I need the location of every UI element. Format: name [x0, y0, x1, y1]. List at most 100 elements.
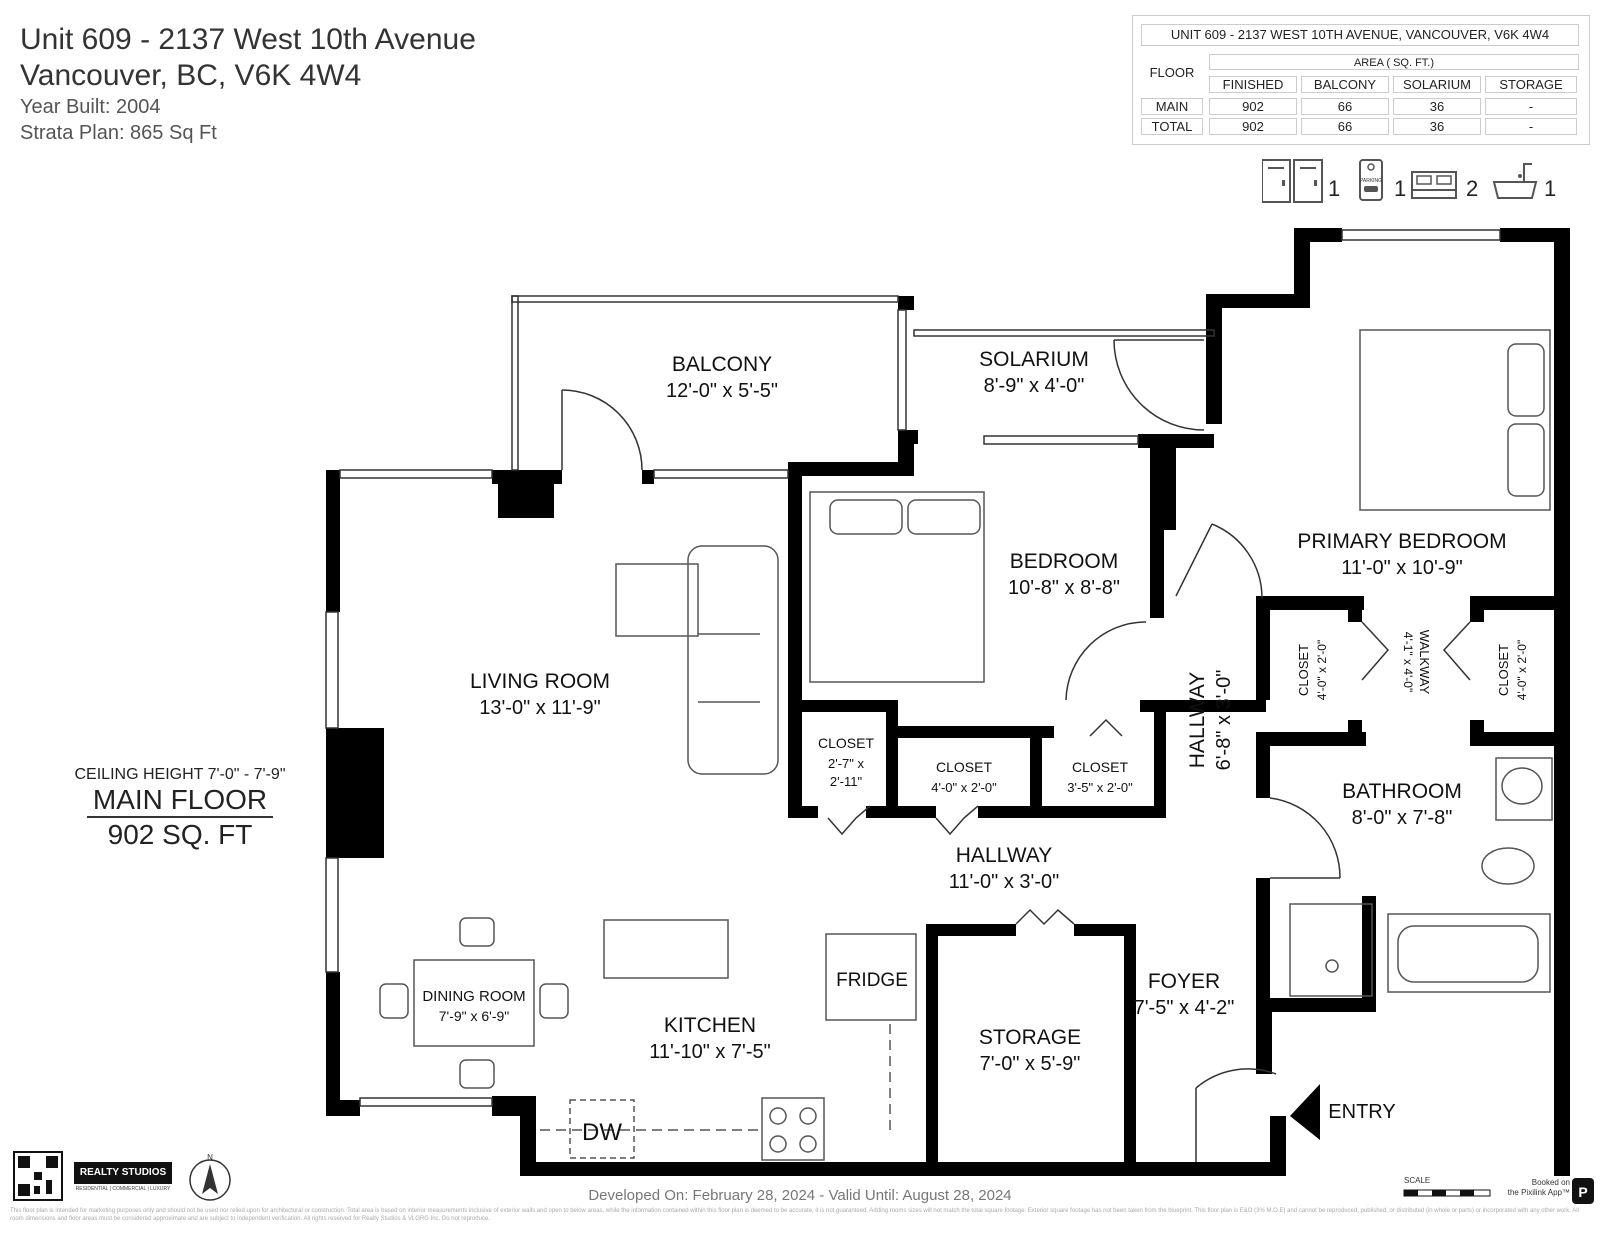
windows-and-outlines: [325, 229, 1501, 1107]
wall-tub-divider: [1362, 896, 1376, 1012]
row-total-storage: -: [1485, 118, 1577, 135]
parking-count: 1: [1394, 176, 1407, 201]
wall-walkin-left: [1256, 596, 1270, 700]
closet-right-dim: 4'-0" x 2'-0": [1515, 640, 1529, 700]
wall-walkin-top-left: [1256, 596, 1364, 610]
burner-1: [769, 1107, 787, 1125]
row-main-balcony: 66: [1301, 98, 1389, 115]
primary-door-leaf: [1175, 523, 1213, 597]
bathroom-count: 1: [1544, 176, 1557, 201]
bedroom-window-top: [983, 435, 1139, 445]
toilet: [1481, 847, 1535, 885]
ceiling-height: CEILING HEIGHT 7'-0" - 7'-9": [74, 766, 286, 783]
row-total-solarium: 36: [1393, 118, 1481, 135]
bathroom-name: BATHROOM: [1342, 780, 1462, 803]
dining-dim: 7'-9" x 6'-9": [439, 1008, 510, 1024]
pixilink-text: Booked on the Pixilink App™: [1490, 1178, 1570, 1198]
primary-name: PRIMARY BEDROOM: [1297, 530, 1506, 553]
storage-bifold: [1015, 908, 1075, 926]
living-window-left-lower: [325, 857, 339, 973]
walkin-right-door: [1442, 621, 1471, 681]
balcony-door-swing: [561, 389, 643, 471]
wall-primary-notch-h: [1206, 294, 1310, 308]
bedroom-dim: 10'-8" x 8'-8": [1008, 577, 1120, 599]
wall-top-living: [492, 470, 562, 484]
dining-chair-left: [379, 983, 409, 1019]
north-label: N: [207, 1153, 213, 1162]
dining-chair-right: [539, 983, 569, 1019]
primary-bed: [1359, 329, 1551, 511]
living-window-left: [325, 611, 339, 729]
closet3-dim: 3'-5" x 2'-0": [1067, 780, 1133, 795]
solarium-dim: 8'-9" x 4'-0": [984, 375, 1085, 397]
wall-primary-notch-v: [1294, 228, 1310, 298]
wall-bath-left-upper: [1256, 732, 1270, 798]
walkway-name: WALKWAY: [1417, 630, 1432, 695]
kitchen-island: [603, 919, 729, 979]
compass: N: [189, 1153, 231, 1201]
wall-bath-bottom: [1256, 998, 1376, 1012]
wall-closet2-bottom-left: [886, 806, 936, 818]
primary-dim: 11'-0" x 10'-9": [1341, 557, 1463, 579]
wall-bottom-left: [326, 1100, 360, 1116]
closet2-bifold: [935, 805, 979, 836]
wall-kitchen-left: [520, 1096, 536, 1176]
main-floor-summary: CEILING HEIGHT 7'-0" - 7'-9" MAIN FLOOR …: [50, 766, 310, 852]
ottoman: [615, 563, 699, 637]
wall-bath-top-right: [1470, 732, 1566, 746]
bedroom-count: 2: [1466, 176, 1479, 201]
dining-chair-bottom: [459, 1059, 495, 1089]
property-header: Unit 609 - 2137 West 10th Avenue Vancouv…: [20, 22, 476, 146]
hallway-h-dim: 11'-0" x 3'-0": [949, 871, 1059, 893]
balcony-dim: 12'-0" x 5'-5": [666, 380, 778, 402]
brand-logo: REALTY STUDIOS: [74, 1162, 172, 1184]
address-line-1: Unit 609 - 2137 West 10th Avenue: [20, 23, 476, 56]
wall-walkin-top-right: [1470, 596, 1566, 610]
burner-2: [799, 1107, 817, 1125]
row-main-storage: -: [1485, 98, 1577, 115]
bedroom-pillow-right: [907, 499, 981, 535]
sink: [1501, 767, 1543, 805]
area-table: UNIT 609 - 2137 WEST 10TH AVENUE, VANCOU…: [1132, 15, 1590, 145]
pixilink-line-1: Booked on: [1531, 1178, 1570, 1187]
balcony-door-jamb: [642, 470, 654, 484]
closet1-bifold: [827, 805, 871, 836]
solarium-name: SOLARIUM: [979, 348, 1089, 371]
wall-walkin-bot-stub-l: [1348, 720, 1362, 746]
closet-right-name: CLOSET: [1496, 644, 1511, 696]
wall-walkin-bot-stub-r: [1470, 720, 1484, 746]
wall-closet-divider: [1030, 726, 1042, 806]
pixilink-line-2: the Pixilink App™: [1507, 1188, 1570, 1197]
primary-window-top: [1341, 229, 1501, 241]
bedroom-pillow-left: [829, 499, 903, 535]
stove: [761, 1097, 825, 1161]
walkin-left-door: [1361, 621, 1390, 681]
qr-code: [13, 1151, 63, 1201]
bed-icon: [1411, 171, 1457, 199]
dining-name: DINING ROOM: [422, 988, 525, 1005]
fridge-name: FRIDGE: [836, 970, 908, 991]
foyer-name: FOYER: [1148, 970, 1220, 993]
fireplace: [326, 728, 384, 858]
column-top: [498, 484, 554, 518]
bedroom-door-swing: [1065, 621, 1147, 701]
walkway-dim: 4'-1" x 4'-0": [1401, 632, 1415, 692]
kitchen-name: KITCHEN: [664, 1014, 756, 1037]
storage-name: STORAGE: [979, 1026, 1081, 1049]
wall-closet3-right: [1154, 700, 1166, 818]
closet3-name: CLOSET: [1072, 759, 1128, 775]
row-main-solarium: 36: [1393, 98, 1481, 115]
wall-walkin-stub-left: [1348, 596, 1362, 622]
row-total-label: TOTAL: [1141, 118, 1203, 135]
wall-bedroom-top-left: [788, 462, 914, 476]
area-table-title: UNIT 609 - 2137 WEST 10TH AVENUE, VANCOU…: [1141, 24, 1579, 46]
closet-left-name: CLOSET: [1296, 644, 1311, 696]
col-solarium: SOLARIUM: [1393, 76, 1481, 93]
floor-header: FLOOR: [1149, 65, 1195, 80]
wall-balcony-corner: [898, 296, 914, 310]
storage-dim: 7'-0" x 5'-9": [980, 1053, 1081, 1075]
room-labels: BALCONY 12'-0" x 5'-5" SOLARIUM 8'-9" x …: [422, 348, 1529, 1146]
wall-closet1-bottom-left: [788, 806, 818, 818]
wall-closet2-bottom-right: [978, 806, 1166, 818]
